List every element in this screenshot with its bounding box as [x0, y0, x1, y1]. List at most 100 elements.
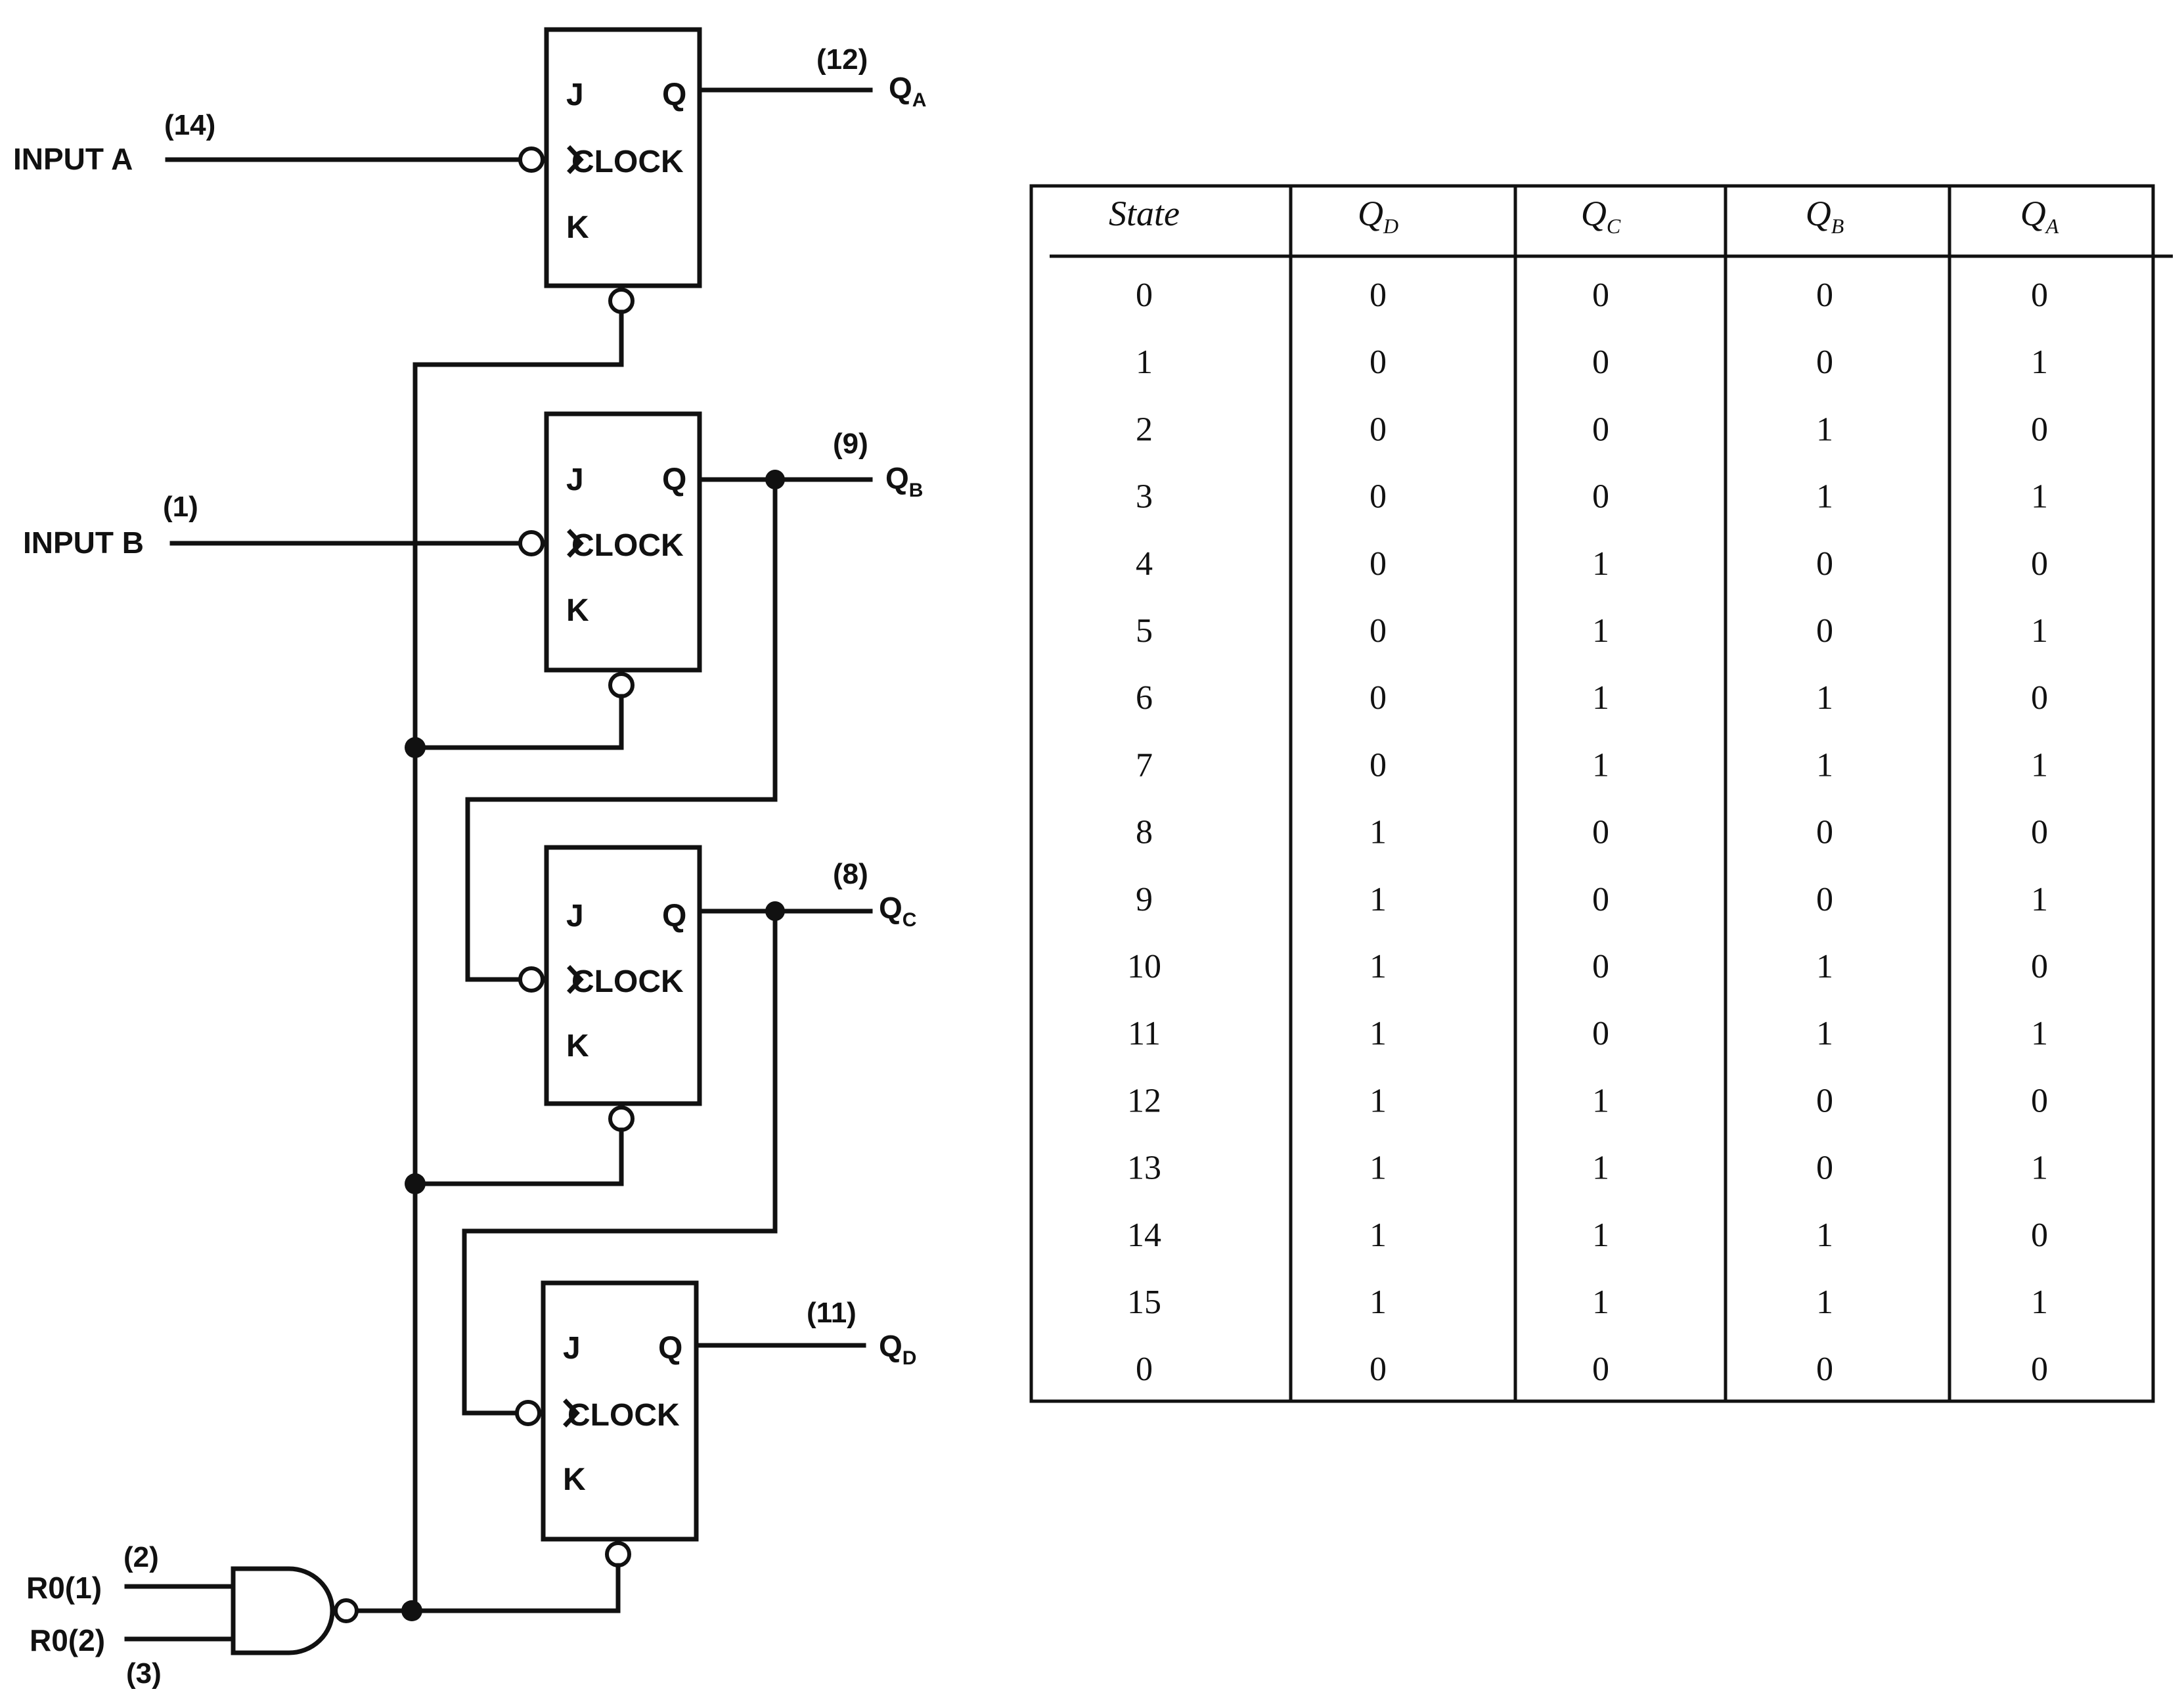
- cell-state: 5: [1136, 612, 1153, 650]
- cell-qd: 0: [1370, 277, 1387, 314]
- ff-d-k-label: K: [563, 1462, 586, 1497]
- cell-qb: 1: [1816, 1015, 1833, 1052]
- cell-qb: 1: [1816, 1217, 1833, 1254]
- cell-qc: 0: [1592, 344, 1609, 381]
- cell-qa: 1: [2031, 1150, 2048, 1187]
- cell-qd: 0: [1370, 679, 1387, 717]
- cell-state: 2: [1136, 411, 1153, 448]
- input-a-label: INPUT A: [13, 142, 133, 176]
- header-state: State: [1109, 194, 1180, 233]
- qb-junction-dot: [765, 470, 785, 489]
- cell-qa: 0: [2031, 1351, 2048, 1388]
- qb-to-clock-c-wire: [465, 477, 778, 993]
- cell-qc: 1: [1592, 746, 1609, 784]
- header-qb: QB: [1806, 194, 1844, 238]
- qb-pin: (9): [833, 428, 868, 460]
- cell-qc: 1: [1592, 1284, 1609, 1321]
- ff-b-clock-label: CLOCK: [571, 528, 684, 563]
- cell-state: 0: [1136, 1351, 1153, 1388]
- cell-qc: 1: [1592, 1082, 1609, 1119]
- cell-qb: 1: [1816, 679, 1833, 717]
- cell-qb: 0: [1816, 1150, 1833, 1187]
- cell-state: 8: [1136, 814, 1153, 851]
- ff-b-k-label: K: [566, 593, 589, 628]
- ff-d-clock-label: CLOCK: [568, 1398, 680, 1433]
- cell-qc: 1: [1592, 679, 1609, 717]
- qb-label: QB: [885, 461, 923, 501]
- cell-qd: 1: [1370, 948, 1387, 985]
- cell-qa: 0: [2031, 1217, 2048, 1254]
- cell-qa: 0: [2031, 411, 2048, 448]
- ff-a-j-label: J: [566, 78, 584, 112]
- cell-qc: 1: [1592, 1217, 1609, 1254]
- cell-qb: 0: [1816, 1351, 1833, 1388]
- cell-qa: 1: [2031, 881, 2048, 918]
- cell-qd: 0: [1370, 545, 1387, 583]
- ff-b-q-label: Q: [662, 462, 686, 497]
- cell-qa: 0: [2031, 545, 2048, 583]
- cell-state: 13: [1127, 1150, 1161, 1187]
- header-qc: QC: [1581, 194, 1621, 238]
- cell-state: 9: [1136, 881, 1153, 918]
- r01-label: R0(1): [26, 1571, 102, 1605]
- table-row: 13 1 1 0 1: [1127, 1150, 2048, 1187]
- ff-c-q-label: Q: [662, 899, 686, 933]
- cell-qc: 0: [1592, 881, 1609, 918]
- cell-qb: 0: [1816, 344, 1833, 381]
- cell-state: 14: [1127, 1217, 1161, 1254]
- flip-flop-c: J Q CLOCK K: [544, 845, 702, 1132]
- cell-qd: 1: [1370, 881, 1387, 918]
- cell-qd: 0: [1370, 344, 1387, 381]
- cell-qb: 1: [1816, 1284, 1833, 1321]
- ff-b-j-label: J: [566, 462, 584, 497]
- cell-qd: 0: [1370, 746, 1387, 784]
- cell-qd: 1: [1370, 1150, 1387, 1187]
- cell-qb: 0: [1816, 277, 1833, 314]
- flip-flop-a: J Q CLOCK K: [544, 27, 702, 314]
- cell-qc: 1: [1592, 1150, 1609, 1187]
- qa-label: QA: [889, 71, 926, 111]
- cell-qa: 0: [2031, 948, 2048, 985]
- cell-qa: 0: [2031, 679, 2048, 717]
- r02-label: R0(2): [30, 1623, 105, 1657]
- cell-state: 0: [1136, 277, 1153, 314]
- cell-qd: 0: [1370, 612, 1387, 650]
- reset-junction-dot-b: [405, 737, 426, 758]
- cell-state: 11: [1128, 1015, 1161, 1052]
- cell-qc: 0: [1592, 277, 1609, 314]
- cell-qa: 0: [2031, 814, 2048, 851]
- cell-qc: 0: [1592, 1015, 1609, 1052]
- cell-qb: 0: [1816, 881, 1833, 918]
- reset-junction-dot-c: [405, 1173, 426, 1194]
- cell-qc: 1: [1592, 545, 1609, 583]
- r01-pin: (2): [123, 1541, 159, 1573]
- cell-qc: 0: [1592, 1351, 1609, 1388]
- nand-gate: [124, 1566, 359, 1655]
- qd-label: QD: [879, 1329, 916, 1369]
- cell-state: 1: [1136, 344, 1153, 381]
- ff-d-j-label: J: [563, 1331, 581, 1366]
- cell-state: 3: [1136, 478, 1153, 516]
- cell-qc: 0: [1592, 948, 1609, 985]
- input-b-label: INPUT B: [23, 526, 144, 560]
- cell-qa: 1: [2031, 612, 2048, 650]
- reset-junction-dot-d: [401, 1600, 422, 1621]
- ff-d-q-label: Q: [658, 1331, 682, 1366]
- cell-qb: 0: [1816, 545, 1833, 583]
- cell-qa: 1: [2031, 478, 2048, 516]
- cell-state: 12: [1127, 1082, 1161, 1119]
- qc-pin: (8): [833, 858, 868, 890]
- cell-qd: 0: [1370, 478, 1387, 516]
- ff-a-clock-label: CLOCK: [571, 145, 684, 179]
- cell-qb: 1: [1816, 478, 1833, 516]
- header-qa: QA: [2020, 194, 2059, 238]
- table-row: 9 1 0 0 1: [1136, 881, 2048, 918]
- cell-state: 15: [1127, 1284, 1161, 1321]
